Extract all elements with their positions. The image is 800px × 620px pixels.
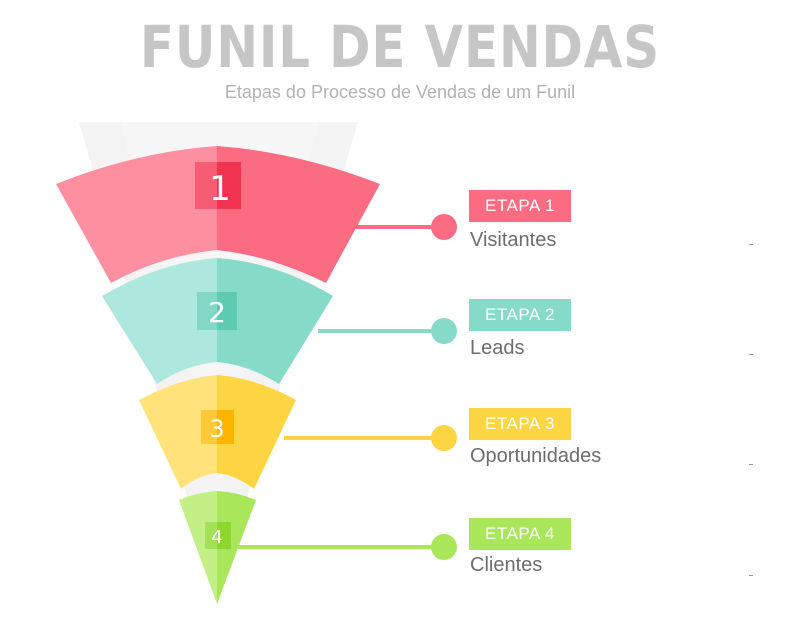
segment-1-right <box>217 146 380 283</box>
stage-4-dot <box>431 534 457 560</box>
page-title: FUNIL DE VENDAS <box>139 13 661 81</box>
segment-2-badge-left <box>197 292 217 330</box>
stage-3-label-box: ETAPA 3 <box>469 408 571 440</box>
funnel-segment-3: 3 <box>139 375 296 489</box>
segment-1-badge-left <box>195 162 217 209</box>
segment-3-number: 3 <box>209 415 224 443</box>
segment-4-badge-left <box>205 522 217 549</box>
stage-1-name: Visitantes <box>470 229 557 251</box>
stage-4-name: Clientes <box>470 554 543 576</box>
segment-3-badge-right <box>217 410 234 444</box>
segment-4-number: 4 <box>211 527 222 548</box>
segment-3-badge-left <box>201 410 217 444</box>
edge-tick-1 <box>749 244 753 245</box>
segment-3-left <box>139 375 217 489</box>
segment-1-number: 1 <box>209 169 231 209</box>
segment-2-badge-right <box>217 292 237 330</box>
stage-2-name: Leads <box>470 337 525 359</box>
segment-2-number: 2 <box>208 296 226 329</box>
stage-2-label-box: ETAPA 2 <box>469 299 571 331</box>
segment-2-left <box>102 258 217 384</box>
stage-1-dot <box>431 214 457 240</box>
segment-3-right <box>217 375 296 489</box>
edge-tick-3 <box>749 464 753 465</box>
segment-1-left <box>56 146 217 283</box>
stage-2-dot <box>431 318 457 344</box>
stage-1-label-box: ETAPA 1 <box>469 190 571 222</box>
page-subtitle: Etapas do Processo de Vendas de um Funil <box>224 82 576 102</box>
funnel-segment-4: 4 <box>179 491 256 604</box>
stage-4-label-box: ETAPA 4 <box>469 518 571 550</box>
segment-4-left <box>179 491 217 604</box>
stage-3-name: Oportunidades <box>470 445 602 467</box>
edge-tick-4 <box>749 575 753 576</box>
funnel-segment-2: 2 <box>102 258 333 384</box>
segment-4-right <box>217 491 256 604</box>
funnel-segment-1: 1 <box>56 146 380 283</box>
segment-1-badge-right <box>217 162 241 209</box>
edge-tick-2 <box>749 354 753 355</box>
stage-3-dot <box>431 425 457 451</box>
segment-2-right <box>217 258 333 384</box>
segment-4-badge-right <box>217 522 231 549</box>
